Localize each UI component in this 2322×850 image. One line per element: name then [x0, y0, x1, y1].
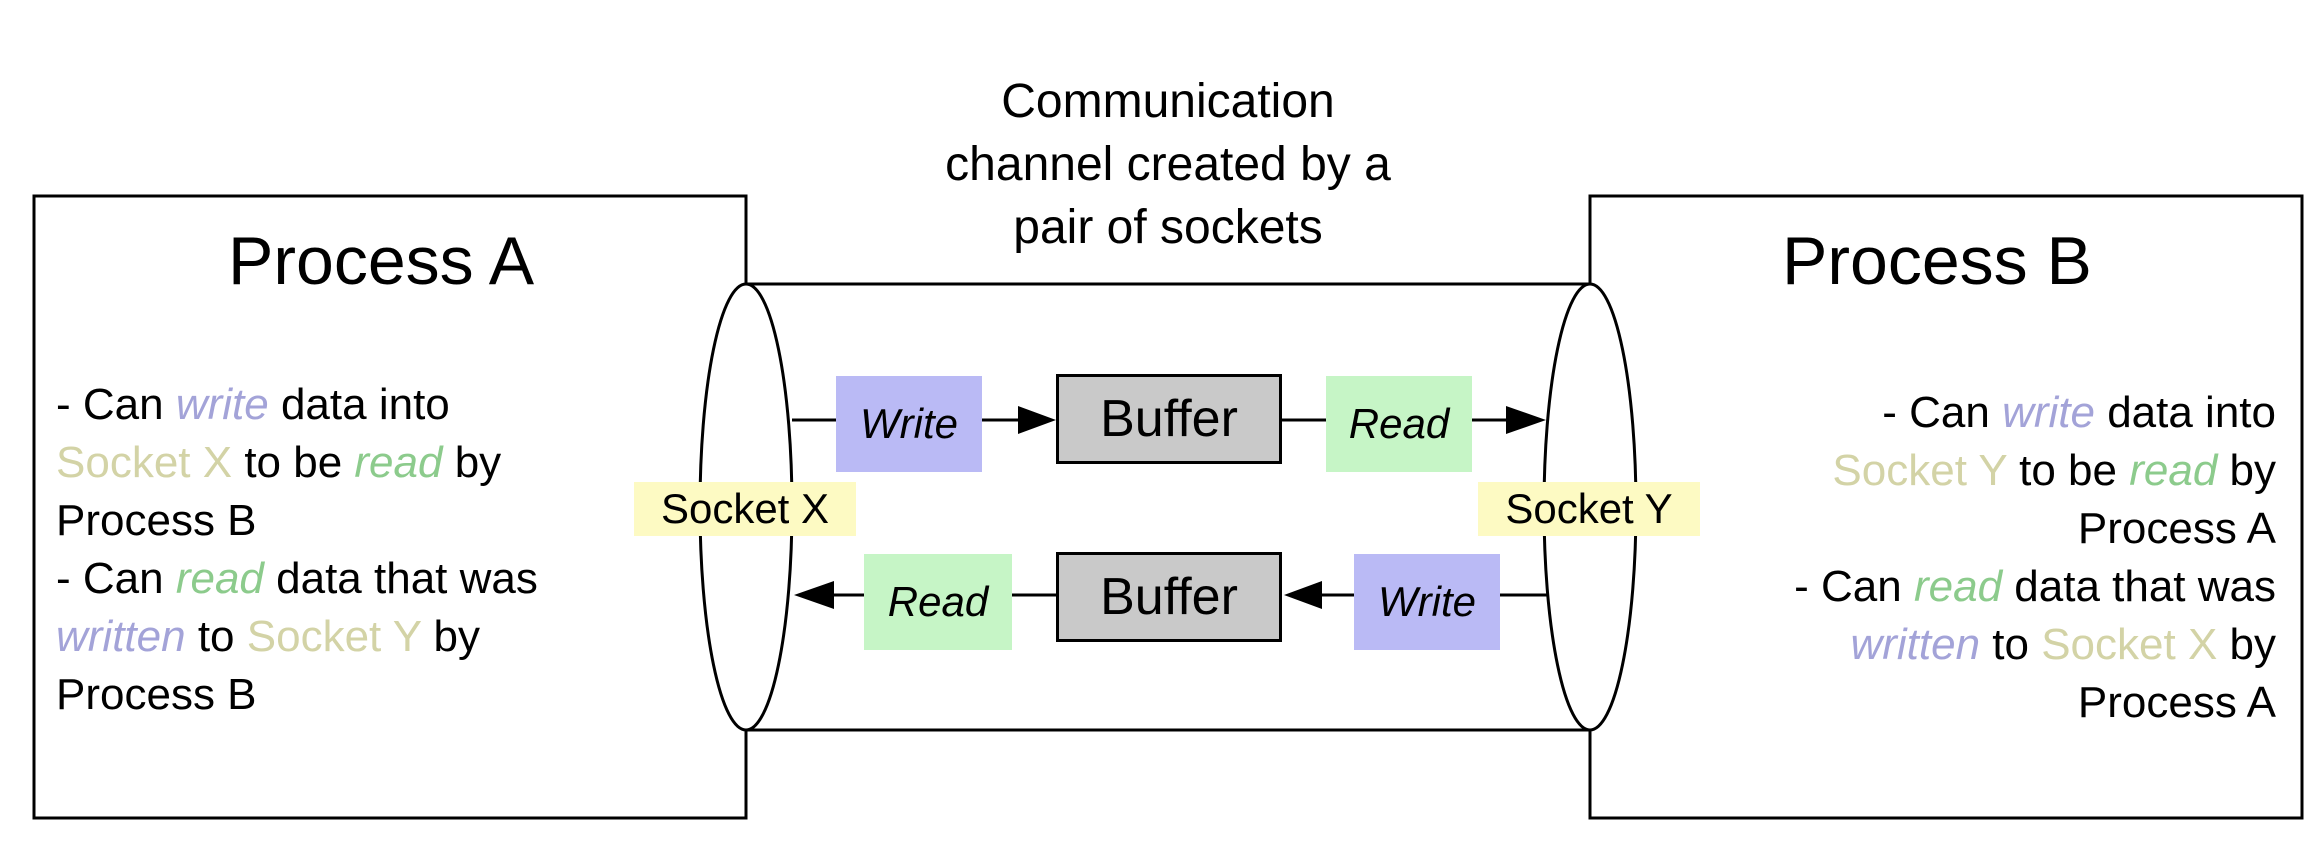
socket-x-label: Socket X [634, 482, 856, 536]
desc-segment: Socket X [2041, 620, 2218, 669]
top-write-tag: Write [836, 376, 982, 472]
top-read-tag: Read [1326, 376, 1472, 472]
process-b-title: Process B [1782, 223, 2092, 299]
desc-segment: - Can [1882, 388, 2003, 437]
desc-segment: read [354, 438, 443, 487]
desc-segment: Process A [2077, 678, 2276, 727]
process-a-desc-line: - Can write data into [56, 376, 538, 434]
desc-segment: by [421, 612, 480, 661]
desc-segment: to [1980, 620, 2042, 669]
bottom-buffer: Buffer [1056, 552, 1282, 642]
desc-segment: - Can [56, 554, 176, 603]
desc-segment: data that was [263, 554, 538, 603]
desc-segment: Process A [2077, 504, 2276, 553]
desc-segment: data into [2094, 388, 2276, 437]
channel-body [746, 284, 1590, 730]
bottom-read-tag: Read [864, 554, 1012, 650]
desc-segment: Process B [56, 670, 257, 719]
desc-segment: read [175, 554, 264, 603]
process-b-desc-line: Socket Y to be read by [1794, 442, 2276, 500]
top-flow-arrowhead-socket [1506, 406, 1546, 434]
process-b-desc-line: Process A [1794, 500, 2276, 558]
desc-segment: Socket Y [246, 612, 422, 661]
desc-segment: Socket X [56, 438, 233, 487]
top-flow-arrowhead-buffer [1018, 406, 1056, 434]
desc-segment: write [175, 380, 269, 429]
process-a-desc-line: Socket X to be read by [56, 434, 538, 492]
channel-caption-line-1: Communication [1001, 75, 1335, 128]
process-a-title: Process A [228, 223, 535, 299]
desc-segment: - Can [1794, 562, 1914, 611]
desc-segment: read [2129, 446, 2218, 495]
process-b-desc-line: - Can read data that was [1794, 558, 2276, 616]
desc-segment: by [2217, 620, 2276, 669]
desc-segment: Process B [56, 496, 257, 545]
bottom-flow-arrowhead-buffer [1284, 581, 1322, 609]
socket-y-label: Socket Y [1478, 482, 1700, 536]
desc-segment: written [1850, 620, 1981, 669]
process-b-box [1588, 194, 2304, 820]
bottom-write-tag: Write [1354, 554, 1500, 650]
process-b-desc-line: Process A [1794, 674, 2276, 732]
bottom-flow-arrowhead-socket [794, 581, 834, 609]
desc-segment: to be [232, 438, 355, 487]
process-a-box [32, 194, 748, 820]
process-b-desc-line: - Can write data into [1794, 384, 2276, 442]
process-a-desc-line: Process B [56, 492, 538, 550]
process-b-desc-line: written to Socket X by [1794, 616, 2276, 674]
channel-caption-line-2: channel created by a [945, 138, 1391, 191]
desc-segment: written [56, 612, 186, 661]
desc-segment: - Can [56, 380, 176, 429]
desc-segment: read [1913, 562, 2003, 611]
process-a-desc-line: - Can read data that was [56, 550, 538, 608]
desc-segment: data into [268, 380, 450, 429]
channel-caption-line-3: pair of sockets [1013, 201, 1323, 254]
process-a-desc-line: written to Socket Y by [56, 608, 538, 666]
top-buffer: Buffer [1056, 374, 1282, 464]
desc-segment: to [185, 612, 247, 661]
desc-segment: data that was [2002, 562, 2276, 611]
desc-segment: write [2002, 388, 2095, 437]
desc-segment: by [442, 438, 502, 487]
desc-segment: by [2217, 446, 2276, 495]
desc-segment: Socket Y [1832, 446, 2007, 495]
desc-segment: to be [2006, 446, 2130, 495]
process-a-desc-line: Process B [56, 666, 538, 724]
